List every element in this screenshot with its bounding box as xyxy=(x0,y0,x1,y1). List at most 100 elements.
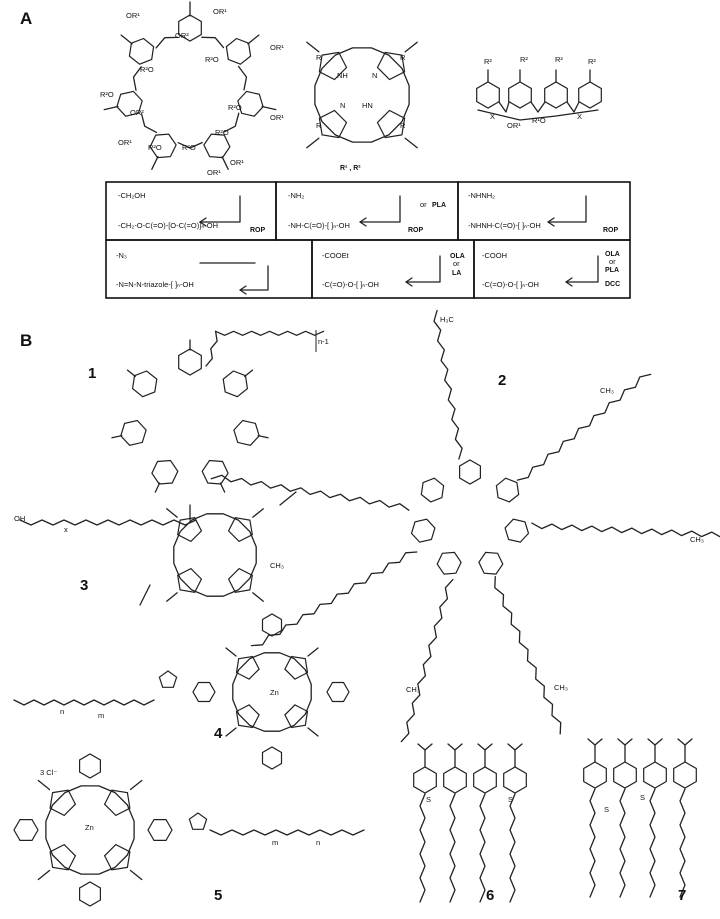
cd-label-1: OR¹ xyxy=(270,43,284,52)
compound-3-oh: OH xyxy=(14,514,25,523)
lower-rim xyxy=(477,109,599,121)
calix-or-label: OR¹ xyxy=(507,121,521,130)
side-chain xyxy=(247,34,260,45)
glucose-ring xyxy=(131,370,158,398)
pyrrole-ring xyxy=(318,51,348,81)
glucose-ring xyxy=(149,133,177,159)
calix-r-label: R² xyxy=(588,57,596,66)
box2-bottom: -NH-C(=O)-[ ]ₙ-OH xyxy=(288,221,350,230)
side-chain xyxy=(120,34,133,45)
compound-3-x: x xyxy=(64,525,68,534)
triazole-ring xyxy=(158,670,178,688)
box6-or: or xyxy=(609,257,616,266)
bridge xyxy=(566,101,580,113)
r-bond xyxy=(252,592,264,602)
r-bond xyxy=(306,41,320,53)
cd-label-6: OR¹ xyxy=(118,138,132,147)
aryl-ring xyxy=(643,761,667,789)
tbu-group xyxy=(677,738,693,746)
glucose-ring xyxy=(201,459,229,485)
hydrazide-arm xyxy=(589,788,596,898)
oh-bond xyxy=(154,482,161,493)
star-arm xyxy=(210,474,410,511)
compound-2-term-4: CH₃ xyxy=(406,685,420,694)
r-bond xyxy=(166,508,178,518)
phenyl-ring xyxy=(261,613,283,637)
glucose-ring xyxy=(459,459,481,485)
aryl-ring xyxy=(503,766,527,794)
phenyl-ring xyxy=(326,681,350,703)
glucose-ring xyxy=(410,518,436,543)
cd-label-3: OR¹ xyxy=(230,158,244,167)
cd-label-14: OR² xyxy=(175,31,189,40)
r-bond xyxy=(404,41,418,53)
calix-ro-label: R¹O xyxy=(532,116,546,125)
glucose-ring xyxy=(237,90,264,117)
pyrrole-ring xyxy=(376,51,406,81)
box4-bottom: -N=N-N-triazole-[ ]ₙ-OH xyxy=(116,280,194,289)
arrow-head xyxy=(547,217,555,227)
hydrazide-arm xyxy=(619,788,626,898)
r-bond xyxy=(37,869,51,881)
calix-x-label: X xyxy=(577,112,582,121)
pla-chain xyxy=(13,699,155,706)
porphyrin-nh-label: NH xyxy=(337,71,348,80)
oh-bond xyxy=(219,482,226,493)
macrocycle xyxy=(314,47,410,143)
bridge xyxy=(498,101,510,113)
calix-r-label: R² xyxy=(484,57,492,66)
compound-7-s: S xyxy=(640,793,645,802)
cd-label-13: R²O xyxy=(215,128,229,137)
glucose-ring xyxy=(420,477,445,503)
oh-bond xyxy=(257,434,269,439)
r-bond xyxy=(37,779,51,791)
compound-2-term-2: CH₃ xyxy=(690,535,704,544)
compound-1-number: 1 xyxy=(88,365,96,382)
compound-5: 5 3 Cl⁻ Zn m n xyxy=(13,753,365,907)
cd-label-4: OR¹ xyxy=(207,168,221,177)
pyrrole-ring xyxy=(235,655,260,680)
compound-7: 7 S S xyxy=(583,738,697,904)
aryl-ring xyxy=(473,766,497,794)
box2-alt: PLA xyxy=(432,202,446,209)
pyrrole-ring xyxy=(227,567,253,593)
linker xyxy=(205,330,218,367)
pla-chain xyxy=(214,330,325,336)
oh-bond xyxy=(126,369,136,378)
panel-label-b: B xyxy=(20,331,32,350)
macrocycle xyxy=(232,652,312,732)
glycosidic-link xyxy=(155,36,179,49)
phenyl-ring xyxy=(192,681,216,703)
porphyrin-r-label: R xyxy=(400,121,406,130)
calix-x-label: X xyxy=(490,112,495,121)
macrocycle xyxy=(45,785,135,875)
aryl-ring xyxy=(508,81,532,109)
hydrazide-arm xyxy=(509,793,516,903)
glucose-ring xyxy=(495,477,520,503)
box3-top: -NHNH₂ xyxy=(468,191,495,200)
calix-r-label: R² xyxy=(555,55,563,64)
box6-alt: PLA xyxy=(605,267,619,274)
compound-6: 6 S S xyxy=(413,743,527,904)
box5-reagent: OLA xyxy=(450,253,465,260)
compound-5-n: n xyxy=(316,838,320,847)
aryl-ring xyxy=(673,761,697,789)
compound-1-tail: n-1 xyxy=(318,337,329,346)
box1-top: -CH₂OH xyxy=(118,191,146,200)
acid xyxy=(139,584,151,606)
r-bond xyxy=(307,647,319,657)
compound-4-n: n xyxy=(60,707,64,716)
star-arm xyxy=(494,575,562,735)
r-bond xyxy=(225,647,237,657)
oh-bond xyxy=(111,434,123,439)
r-bond xyxy=(307,727,319,737)
box2-or: or xyxy=(420,200,427,209)
phenyl-ring xyxy=(147,819,173,841)
tbu-group xyxy=(587,738,603,746)
tbu-group xyxy=(617,738,633,746)
calixarene-structure: R² R² R² R² X X OR¹ R¹O xyxy=(476,55,602,130)
box3-reagent: ROP xyxy=(603,227,619,234)
star-arm xyxy=(433,309,463,460)
cd-label-8: R²O xyxy=(205,55,219,64)
reaction-arrow xyxy=(565,255,599,283)
